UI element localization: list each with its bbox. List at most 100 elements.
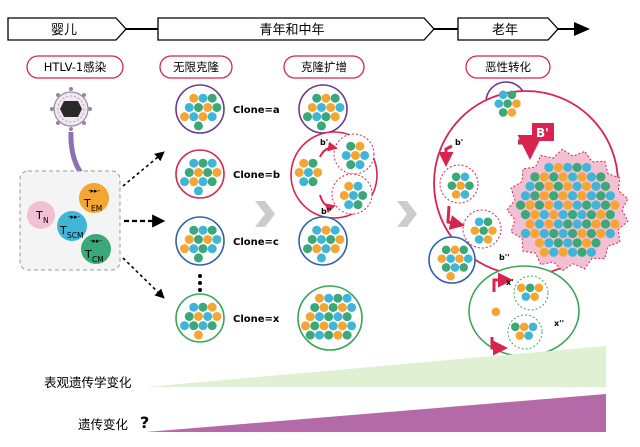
cell-dot [189, 177, 199, 187]
cell-dot [307, 234, 317, 244]
progression-chevron-2-icon [397, 201, 417, 227]
cell-dot [346, 141, 356, 151]
mal-b1-label: b' [455, 138, 463, 147]
cell-dot [198, 225, 208, 235]
clone-x-label: Clone=x [233, 314, 280, 325]
cell-dot [312, 112, 322, 122]
cell-dot [189, 302, 199, 312]
cell-dot [446, 254, 455, 263]
cell-dot [525, 283, 535, 293]
cell-dot [530, 292, 539, 301]
phase-clonal-expansion-label: 无限克隆 [173, 60, 219, 74]
cell-dot [474, 217, 484, 227]
cell-dot [314, 293, 324, 303]
cell-dot [446, 271, 455, 281]
cell-dot [330, 225, 340, 235]
mal-b2-label: b'' [499, 253, 510, 262]
cell-dot [596, 191, 606, 201]
cell-dot [335, 234, 345, 244]
cell-dot [316, 121, 326, 131]
cell-dot [558, 191, 568, 201]
cell-dot [544, 162, 554, 173]
cell-dot [324, 330, 334, 340]
cell-dot [539, 191, 549, 201]
cell-dot [184, 311, 194, 321]
cell-dot [333, 330, 343, 340]
stage-elderly-label: 老年 [492, 23, 518, 38]
cell-dot [516, 200, 526, 210]
cell-dot [319, 302, 329, 312]
cell-dot [198, 158, 208, 168]
cell-dot [567, 172, 578, 182]
cell-dot [355, 160, 365, 170]
cell-dot [308, 177, 318, 187]
cell-dot [524, 331, 533, 340]
cell-dot [203, 311, 213, 321]
cell-dot [591, 181, 601, 191]
cell-dot [301, 321, 310, 331]
cell-dot [563, 238, 573, 248]
phase-labels: HTLV-1感染 无限克隆 克隆扩增 恶性转化 [26, 55, 551, 79]
amp-b2-label: b'' [321, 207, 332, 216]
cell-dot [207, 112, 217, 122]
cell-dot [330, 112, 340, 122]
cell-dot [563, 200, 573, 210]
cell-dot [515, 331, 525, 340]
svg-text:T: T [83, 197, 91, 210]
svg-text:T: T [35, 209, 43, 222]
cell-dot [455, 254, 464, 263]
cell-dot [600, 200, 611, 210]
cell-dot [460, 172, 470, 182]
cell-dot [305, 312, 315, 322]
cell-dot [316, 102, 326, 112]
cell-dot [344, 181, 354, 191]
phase-clonal-amplification-box [283, 55, 365, 79]
cell-dot [189, 244, 199, 254]
cell-dot [498, 90, 508, 100]
cell-dot [193, 311, 203, 321]
cell-dot [474, 235, 484, 244]
cell-dot [586, 191, 597, 201]
cell-dot [333, 312, 343, 322]
cell-dot [534, 181, 545, 191]
cell-dot [463, 254, 473, 263]
phase-transformation-label: 恶性转化 [485, 60, 531, 74]
mal-b1-arrow-icon [438, 144, 454, 167]
cell-dot [586, 247, 597, 257]
cell-dot [591, 238, 601, 248]
cell-dot [549, 172, 559, 182]
cell-dot [193, 234, 203, 244]
cell-dot [567, 228, 578, 239]
cell-dot [321, 225, 331, 235]
clone-arrow-up-icon [122, 151, 165, 187]
cell-dot [511, 322, 520, 332]
timeline-arrow-icon [574, 22, 590, 36]
cell-dot [324, 312, 334, 322]
cell-dot [184, 102, 194, 112]
amp-b1-label: b' [320, 138, 328, 147]
cell-dot [189, 158, 199, 168]
cell-dot [184, 167, 194, 177]
cell-dot [549, 209, 559, 220]
cell-dot [586, 209, 597, 220]
tcm-dna-icon: -▸▸- [90, 237, 103, 245]
cell-dot [299, 158, 309, 168]
cell-dot [319, 321, 329, 331]
amp-b2-arrow-icon [319, 194, 336, 214]
cell-dot [512, 99, 521, 108]
cell-dot [207, 177, 217, 187]
cell-dot [558, 172, 568, 182]
cell-dot [198, 321, 208, 331]
cell-dot [459, 245, 469, 255]
cell-dot [483, 217, 493, 227]
cell-dot [503, 99, 512, 108]
cell-dot [539, 247, 549, 257]
cell-dot [507, 108, 517, 117]
cell-dot [193, 186, 203, 196]
cell-dot [534, 219, 545, 229]
mal-x1-label: x' [506, 278, 514, 287]
cell-dot [549, 247, 559, 257]
cell-dot [534, 238, 545, 248]
cell-dot [189, 112, 199, 122]
